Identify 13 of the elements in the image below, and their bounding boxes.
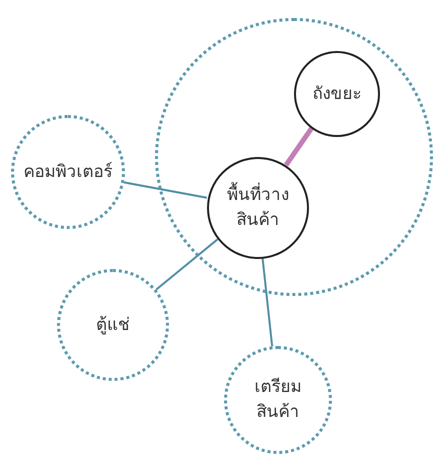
node-label: พื้นที่วาง สินค้า [223, 183, 293, 233]
connector-line [124, 181, 208, 199]
connector-line [156, 238, 218, 290]
place-circle [224, 346, 332, 454]
node-label: ตู้แช่ [96, 314, 130, 337]
node-label: คอมพิวเตอร์ [24, 160, 112, 184]
connector-line [284, 126, 314, 166]
connector-line [262, 258, 274, 346]
place-circle [57, 269, 169, 381]
place-circle [11, 115, 125, 229]
node-label: เตรียม สินค้า [254, 376, 302, 424]
area-circle [155, 18, 433, 296]
node-label: ถังขยะ [312, 82, 362, 106]
